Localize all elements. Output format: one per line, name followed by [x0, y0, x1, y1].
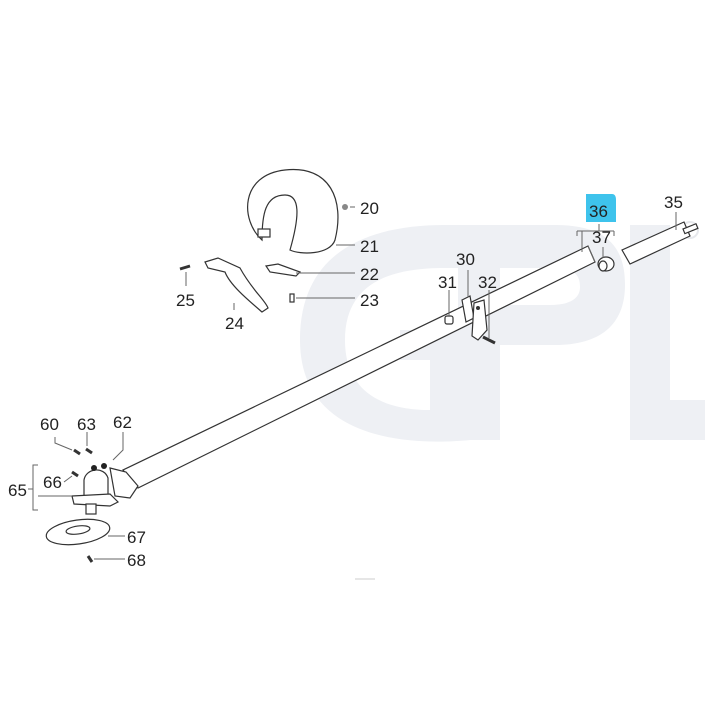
bolt-part-23[interactable]	[289, 293, 295, 303]
washer-part-62[interactable]	[91, 463, 107, 471]
label-25[interactable]: 25	[176, 291, 195, 310]
highlight-badge-36	[586, 194, 616, 222]
handle-grip-part[interactable]	[204, 257, 269, 313]
label-63[interactable]: 63	[77, 415, 96, 434]
hanger-bracket-part[interactable]	[461, 295, 488, 341]
protection-plate-part[interactable]	[45, 516, 112, 549]
clamp-bracket-part[interactable]	[264, 263, 302, 277]
nut-part-20[interactable]	[342, 204, 348, 210]
drive-shaft-part[interactable]	[621, 221, 699, 265]
label-30[interactable]: 30	[456, 250, 475, 269]
gear-head-part[interactable]	[71, 467, 139, 515]
label-36[interactable]: 36	[589, 202, 608, 221]
label-67[interactable]: 67	[127, 528, 146, 547]
bushing-part[interactable]	[597, 256, 615, 272]
label-37[interactable]: 37	[592, 228, 611, 247]
label-35[interactable]: 35	[664, 193, 683, 212]
screw-part-25[interactable]	[179, 264, 191, 271]
label-31[interactable]: 31	[438, 273, 457, 292]
screw-part-60[interactable]	[73, 448, 81, 456]
label-32[interactable]: 32	[478, 273, 497, 292]
label-21[interactable]: 21	[360, 237, 379, 256]
label-60[interactable]: 60	[40, 415, 59, 434]
label-23[interactable]: 23	[360, 291, 379, 310]
label-20[interactable]: 20	[360, 199, 379, 218]
handle-loop-part[interactable]	[247, 168, 339, 254]
label-65[interactable]: 65	[8, 481, 27, 500]
part-labels: 20 21 22 23 24 25 30 31 32 35 36 37 60 6…	[8, 193, 683, 570]
label-62[interactable]: 62	[113, 413, 132, 432]
screw-part-32[interactable]	[482, 335, 496, 345]
leader-lines	[28, 206, 677, 580]
label-22[interactable]: 22	[360, 265, 379, 284]
screw-part-68[interactable]	[86, 555, 94, 563]
label-24[interactable]: 24	[225, 314, 244, 333]
label-68[interactable]: 68	[127, 551, 146, 570]
screw-part-63[interactable]	[85, 447, 93, 455]
label-66[interactable]: 66	[43, 473, 62, 492]
screw-part-66[interactable]	[71, 470, 79, 478]
nut-part-31[interactable]	[444, 315, 454, 325]
